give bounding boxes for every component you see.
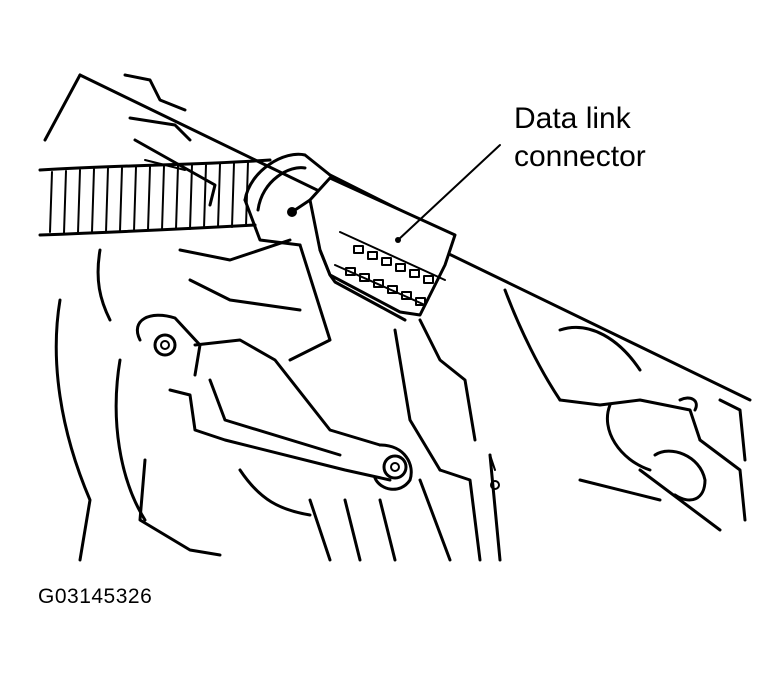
mounting-bracket: [136, 313, 413, 491]
callout-leader: [397, 144, 501, 241]
callout-label: Data link connector: [514, 100, 646, 176]
data-link-connector: [287, 176, 457, 322]
lower-structure: [54, 238, 502, 562]
wiring-harness: [38, 158, 272, 237]
right-components: [503, 288, 747, 532]
callout-line-2: connector: [514, 140, 646, 173]
callout-line-1: Data link: [514, 102, 631, 135]
figure-id: G03145326: [38, 585, 153, 608]
